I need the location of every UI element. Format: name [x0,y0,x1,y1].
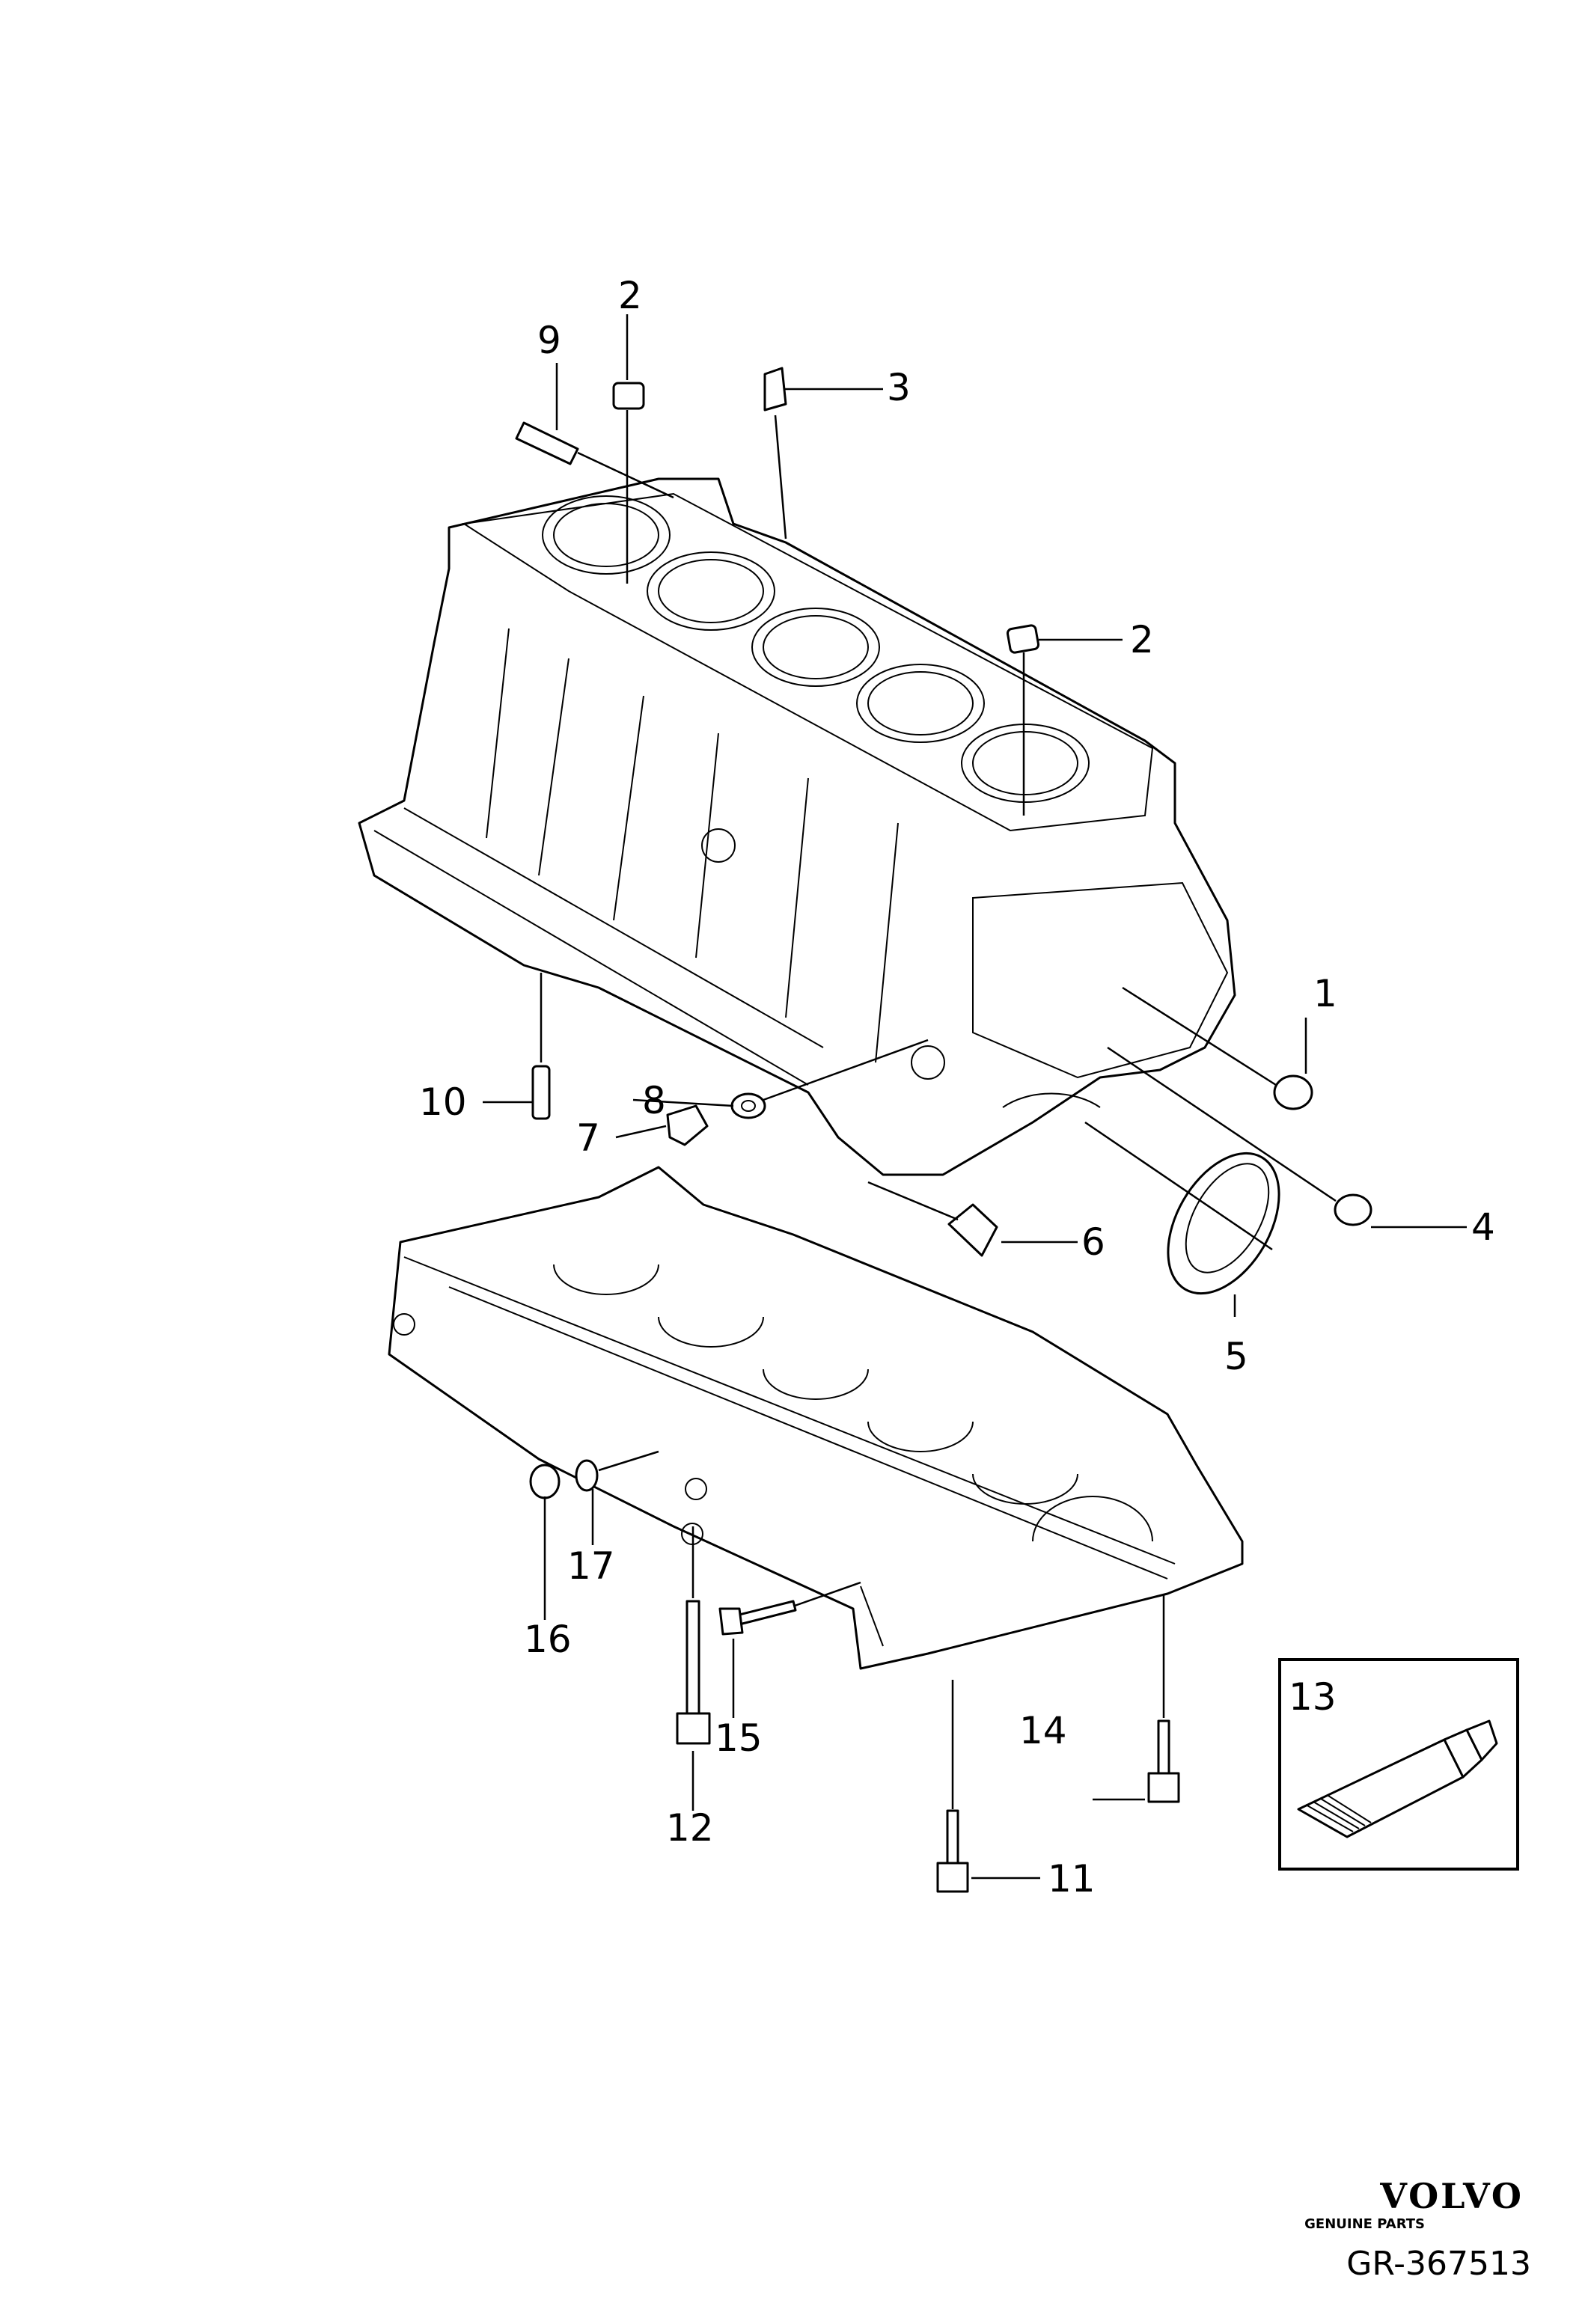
label-part-4: 4 [1471,1205,1495,1249]
genuine-parts-tagline: GENUINE PARTS [1304,2216,1425,2232]
bolt-12 [685,1600,700,1715]
label-part-16: 16 [524,1618,572,1661]
core-plug-2 [1334,1193,1372,1226]
label-part-1: 1 [1313,972,1337,1015]
o-ring [575,1459,599,1492]
label-part-14: 14 [1019,1709,1067,1752]
sealant-tube-icon [1297,1719,1498,1838]
dowel-sleeve-top [612,382,645,410]
bolt-14 [1157,1719,1170,1775]
label-part-15: 15 [715,1716,763,1760]
core-plug [1273,1074,1313,1110]
label-part-12: 12 [666,1806,714,1850]
label-part-6: 6 [1081,1220,1105,1264]
sealing-washer [730,1092,766,1119]
part-labels: 1 2 2 3 4 5 6 7 8 9 10 11 12 14 15 16 17 [419,274,1495,1901]
label-part-9: 9 [537,319,561,362]
volvo-logo: VOLVO [1380,2176,1524,2216]
drain-plug [666,1104,709,1146]
sealant-inset-box: 13 [1278,1658,1519,1871]
label-part-3: 3 [887,366,911,409]
diagram-reference-code: GR-367513 [1346,2245,1531,2283]
label-part-11: 11 [1048,1857,1096,1901]
leader-lines [483,314,1467,1880]
sealing-cap [947,1203,998,1257]
lower-crankcase [388,1166,1244,1670]
engine-block [358,477,1236,1176]
label-part-7: 7 [576,1116,600,1160]
label-part-2-right: 2 [1130,618,1154,661]
expansion-plug [763,367,787,412]
bolt-15 [732,1600,797,1627]
plug-16 [529,1464,561,1499]
crankshaft-seal [1167,1152,1280,1295]
small-parts [515,367,1372,1893]
label-part-10: 10 [419,1080,467,1124]
guide-pin [515,421,579,465]
bolt-11 [946,1809,959,1865]
label-part-5: 5 [1224,1335,1248,1378]
dowel-pin [531,1065,551,1120]
label-part-17: 17 [567,1544,615,1588]
label-part-13: 13 [1289,1675,1337,1719]
dowel-sleeve-right [1006,624,1040,654]
label-part-8: 8 [642,1079,666,1122]
label-part-2-top: 2 [618,274,642,317]
